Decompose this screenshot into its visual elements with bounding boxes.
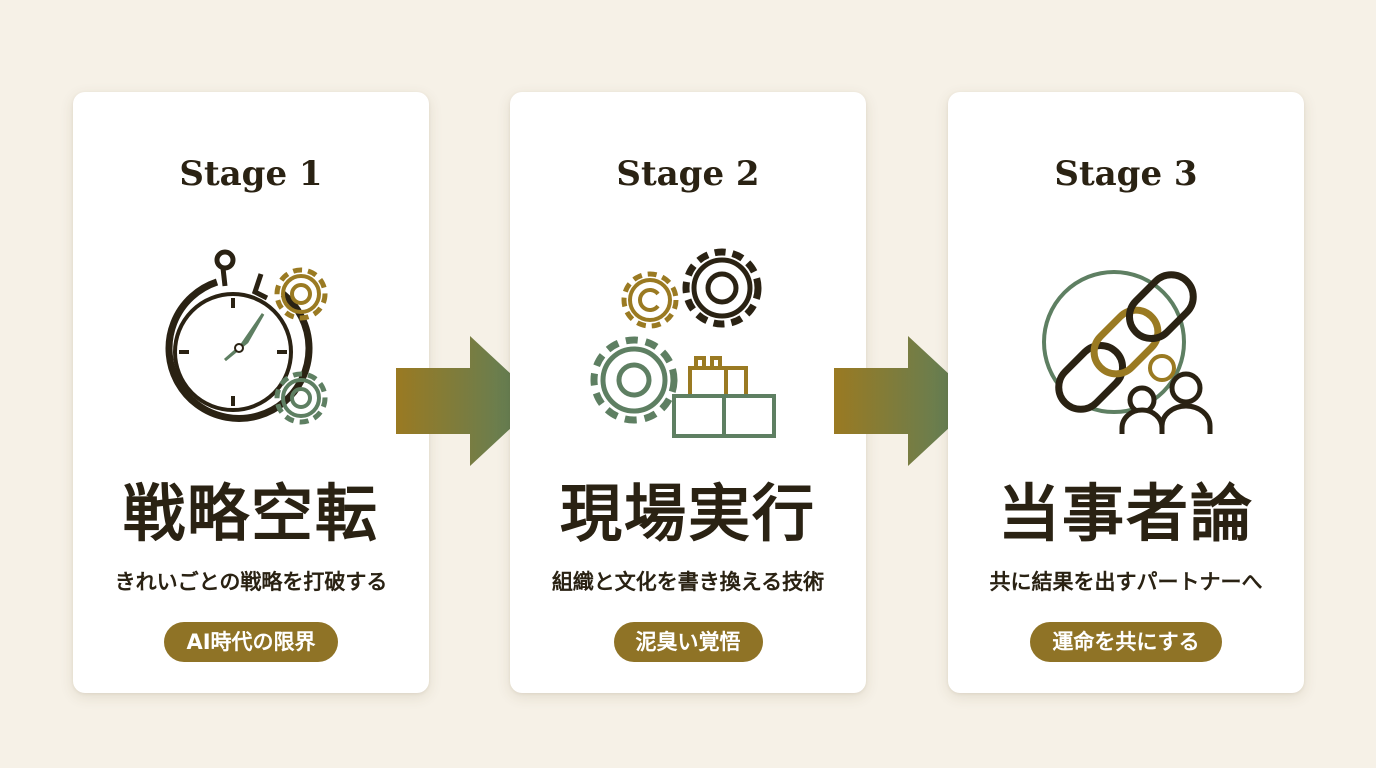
stage-subtitle: きれいごとの戦略を打破する [114, 570, 388, 594]
stage-badge: AI時代の限界 [164, 622, 338, 662]
stage-card-1: Stage 1 戦略空転 きれいごとの戦略を打破する AI時代 [73, 92, 429, 693]
stage-label: Stage 3 [1054, 154, 1198, 194]
stage-label: Stage 1 [179, 154, 323, 194]
gears-blocks-icon [590, 248, 776, 438]
compass-gears-icon [165, 249, 328, 425]
stage-title: 当事者論 [997, 477, 1254, 550]
stage-subtitle: 共に結果を出すパートナーへ [989, 570, 1263, 594]
stage-label: Stage 2 [616, 154, 760, 194]
stage-badge: 運命を共にする [1030, 622, 1222, 662]
stage-badge: 泥臭い覚悟 [613, 622, 763, 662]
stage-title: 戦略空転 [122, 477, 379, 550]
chain-people-icon [1042, 270, 1213, 434]
stage-title: 現場実行 [559, 477, 816, 550]
stage-subtitle: 組織と文化を書き換える技術 [551, 570, 825, 594]
arrow-right-icon [396, 336, 540, 466]
arrow-right-icon [834, 336, 978, 466]
stage-card-2: Stage 2 現場実行 組織と文化を書き換える技術 泥臭い覚悟 [510, 92, 866, 693]
stage-card-3: Stage 3 当事者論 共に結果を出すパートナーへ 運命を共にする [948, 92, 1304, 693]
